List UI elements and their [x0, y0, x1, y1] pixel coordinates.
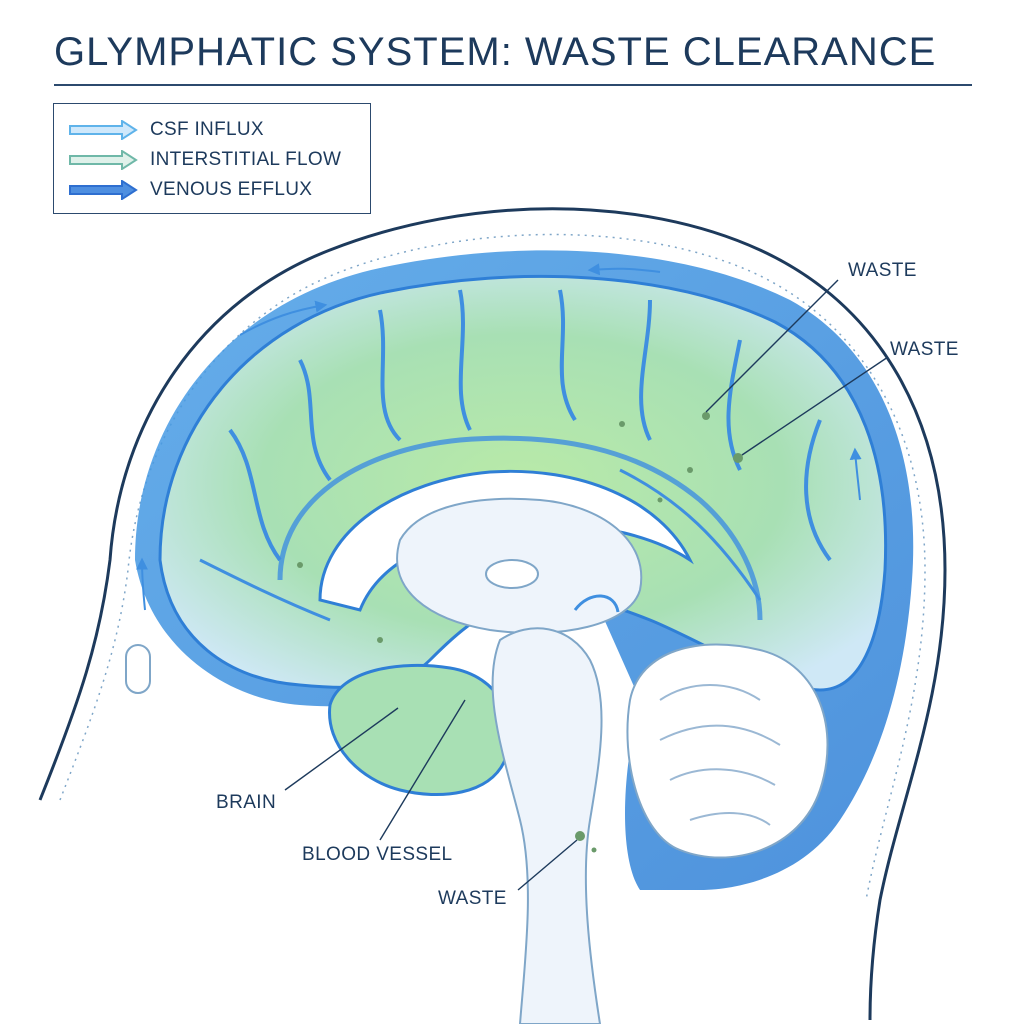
label-brain: BRAIN — [216, 792, 277, 813]
title-divider — [54, 84, 972, 86]
label-blood-vessel: BLOOD VESSEL — [302, 844, 453, 865]
venous-efflux-arrow-icon — [69, 180, 138, 200]
legend-item-csf-influx: CSF INFLUX — [68, 118, 264, 142]
label-waste-right: WASTE — [890, 339, 959, 360]
cerebellum — [626, 643, 829, 859]
callout-leaders — [284, 279, 889, 891]
leader-waste-bottom — [517, 839, 578, 891]
legend-label: CSF INFLUX — [150, 119, 264, 140]
leader-blood-vessel — [379, 699, 466, 841]
legend-label: INTERSTITIAL FLOW — [150, 149, 342, 170]
legend-label: VENOUS EFFLUX — [150, 179, 313, 200]
leader-brain — [284, 707, 399, 791]
page-title: GLYMPHATIC SYSTEM: WASTE CLEARANCE — [54, 30, 937, 74]
thalamus — [396, 497, 643, 635]
skull-outline — [38, 207, 947, 1021]
label-waste-bottom: WASTE — [438, 888, 507, 909]
brainstem — [491, 594, 620, 1024]
legend-item-interstitial-flow: INTERSTITIAL FLOW — [68, 148, 341, 172]
legend-item-venous-efflux: VENOUS EFFLUX — [68, 178, 312, 202]
legend: CSF INFLUX INTERSTITIAL FLOW VENOUS EFFL… — [53, 103, 371, 214]
interstitial-flow-arrow-icon — [69, 150, 138, 170]
waste-particles — [297, 412, 743, 853]
csf-influx-arrow-icon — [69, 120, 138, 140]
label-waste-top: WASTE — [848, 260, 917, 281]
leader-waste-right — [741, 356, 889, 456]
leader-waste-top — [705, 279, 839, 413]
